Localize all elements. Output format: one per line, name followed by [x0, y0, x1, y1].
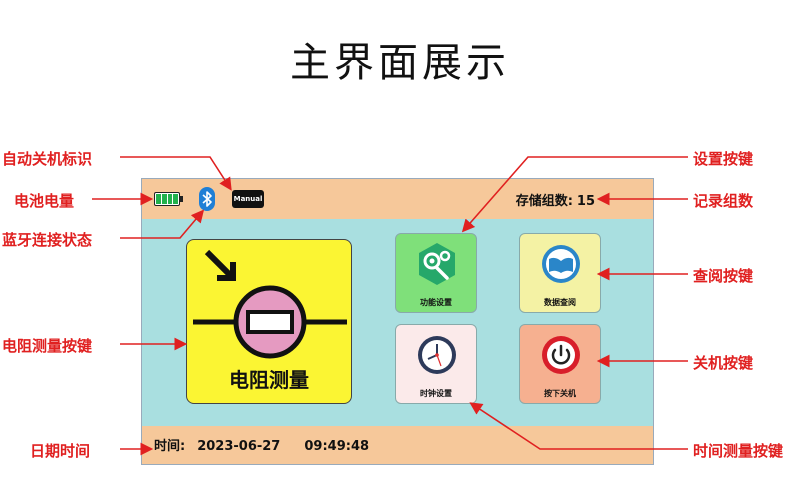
- datetime-label: 时间:: [154, 439, 186, 454]
- date-value: 2023-06-27: [197, 439, 281, 454]
- battery-cell: [156, 194, 161, 204]
- arrow-auto-off: [120, 156, 232, 191]
- bluetooth-glyph-icon: [202, 191, 212, 207]
- arrow-bluetooth: [120, 209, 205, 239]
- datetime-display: 时间: 2023-06-27 09:49:48: [154, 435, 369, 454]
- time-value: 09:49:48: [304, 439, 370, 454]
- record-count: 存储组数:15: [516, 190, 595, 209]
- resistor-icon: [193, 249, 347, 359]
- annotation-time-measure: 时间测量按键: [693, 442, 784, 460]
- arrow-time-measure: [469, 402, 688, 450]
- power-icon: [542, 336, 580, 374]
- battery-icon: [154, 192, 183, 206]
- power-off-label: 按下关机: [544, 389, 576, 398]
- clock-settings-label: 时钟设置: [420, 389, 452, 398]
- resistance-measure-button[interactable]: 电阻测量: [186, 239, 352, 404]
- book-icon: [542, 245, 580, 283]
- data-query-button[interactable]: 数据查阅: [519, 233, 601, 313]
- resistance-measure-label: 电阻测量: [229, 368, 309, 392]
- record-count-value: 15: [576, 194, 595, 209]
- clock-settings-button[interactable]: 时钟设置: [395, 324, 477, 404]
- function-settings-button[interactable]: 功能设置: [395, 233, 477, 313]
- battery-cell: [173, 194, 178, 204]
- page-title: 主界面展示: [290, 40, 510, 86]
- annotation-power: 关机按键: [693, 354, 754, 372]
- device-screen: Manual 存储组数:15 电阻测量 功能设置 数据查阅: [141, 178, 654, 465]
- annotation-bluetooth: 蓝牙连接状态: [2, 231, 93, 249]
- annotation-query: 查阅按键: [693, 267, 754, 285]
- annotation-battery: 电池电量: [14, 192, 75, 210]
- datetime-bar: 时间: 2023-06-27 09:49:48: [142, 426, 653, 464]
- wrench-gear-icon: [419, 243, 455, 285]
- annotation-resist: 电阻测量按键: [2, 337, 93, 355]
- clock-icon: [418, 336, 456, 374]
- bluetooth-icon: [199, 187, 215, 211]
- arrow-settings: [461, 156, 688, 233]
- function-settings-label: 功能设置: [420, 298, 452, 307]
- battery-cell: [161, 194, 167, 204]
- annotation-auto-off: 自动关机标识: [2, 150, 93, 168]
- annotation-date-time: 日期时间: [30, 442, 91, 460]
- battery-cell: [167, 194, 173, 204]
- auto-off-badge: Manual: [232, 190, 264, 208]
- annotation-records: 记录组数: [693, 192, 754, 210]
- status-bar: Manual 存储组数:15: [142, 179, 653, 219]
- data-query-label: 数据查阅: [544, 298, 576, 307]
- annotation-settings: 设置按键: [693, 150, 754, 168]
- record-count-label: 存储组数:: [515, 194, 573, 209]
